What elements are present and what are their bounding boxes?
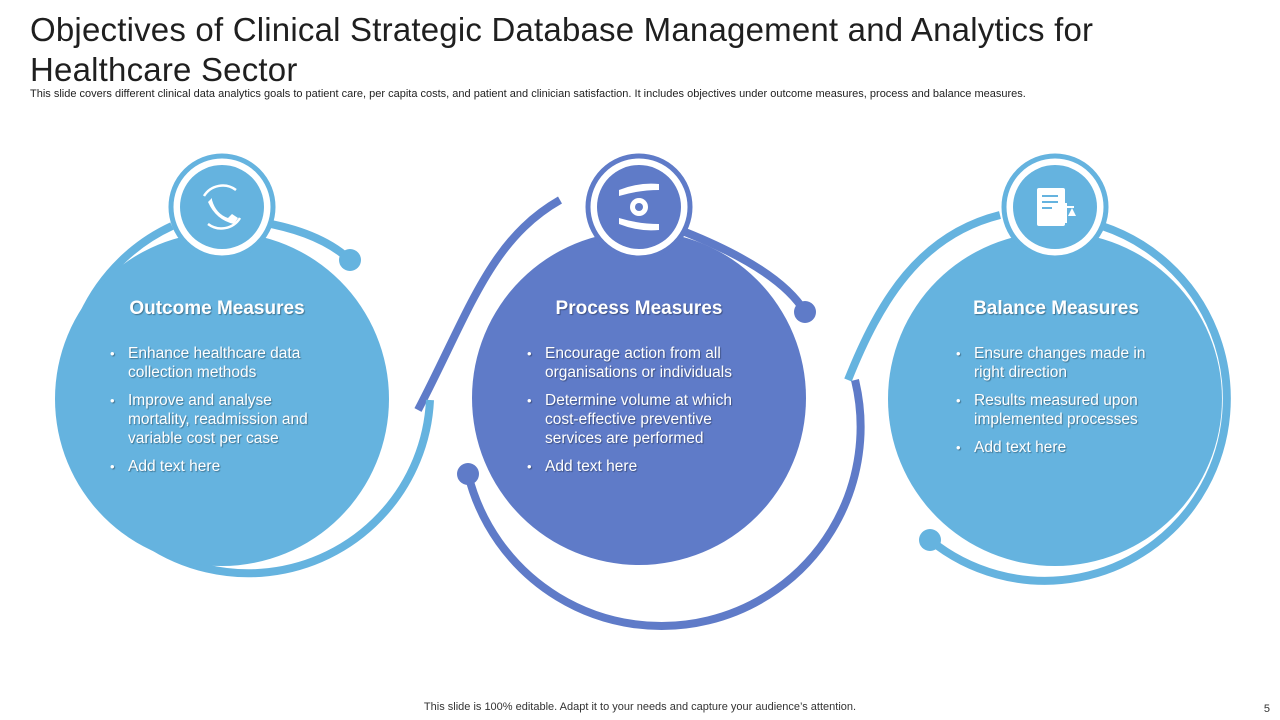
list-item: Add text here [110, 457, 324, 476]
process-heading: Process Measures [555, 298, 723, 319]
list-item: Encourage action from all organisations … [527, 344, 751, 382]
page-number: 5 [1263, 703, 1270, 715]
list-item: Ensure changes made in right direction [956, 344, 1156, 382]
balance-start-dot [919, 529, 941, 551]
process-card-content: Process Measures Encourage action from a… [527, 298, 751, 485]
slide-title: Objectives of Clinical Strategic Databas… [30, 11, 1094, 88]
process-bullets: Encourage action from all organisations … [527, 344, 751, 476]
list-item: Enhance healthcare data collection metho… [110, 344, 324, 382]
connector-wave-2 [844, 211, 1001, 382]
slide-footer: This slide is 100% editable. Adapt it to… [423, 701, 857, 713]
balance-heading: Balance Measures [973, 298, 1139, 319]
process-start-dot [457, 463, 479, 485]
balance-ring [927, 222, 1231, 585]
list-item: Add text here [956, 438, 1156, 457]
hands-gear-icon [619, 183, 659, 231]
connector-wave-1 [414, 196, 562, 412]
list-item: Improve and analyse mortality, readmissi… [110, 391, 324, 448]
outcome-arc-end-dot [339, 249, 361, 271]
document-scale-icon [1037, 188, 1076, 226]
outcome-bullets: Enhance healthcare data collection metho… [110, 344, 324, 476]
phone-refresh-icon [202, 184, 242, 230]
list-item: Determine volume at which cost-effective… [527, 391, 751, 448]
process-ring [464, 379, 865, 631]
slide-subtitle: This slide covers different clinical dat… [30, 88, 1026, 100]
outcome-card-content: Outcome Measures Enhance healthcare data… [110, 298, 324, 485]
balance-bullets: Ensure changes made in right direction R… [956, 344, 1156, 457]
outcome-heading: Outcome Measures [129, 298, 305, 319]
balance-card-content: Balance Measures Ensure changes made in … [956, 298, 1156, 466]
list-item: Add text here [527, 457, 751, 476]
process-arc-top [683, 228, 809, 315]
list-item: Results measured upon implemented proces… [956, 391, 1156, 429]
process-arc-end-dot [794, 301, 816, 323]
